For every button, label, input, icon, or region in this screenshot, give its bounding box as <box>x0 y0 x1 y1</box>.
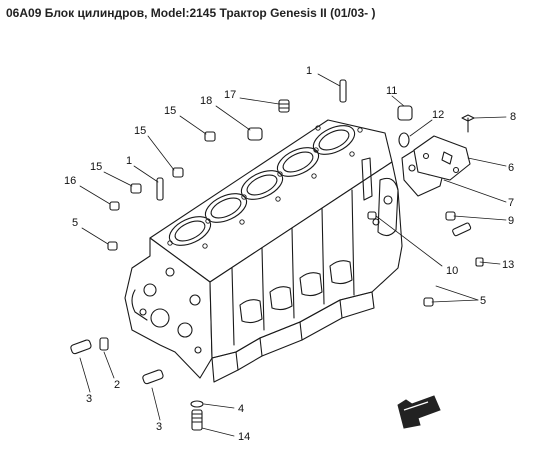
front-direction-arrow <box>397 395 441 429</box>
plug-15-a <box>204 131 216 142</box>
callout-label: 5 <box>480 295 486 307</box>
dowel-pin-top <box>339 79 347 103</box>
sleeve-3-left <box>70 339 92 355</box>
callout-label: 14 <box>238 431 250 443</box>
callout-label: 9 <box>508 215 514 227</box>
plug-14 <box>191 409 203 431</box>
callout-label: 12 <box>432 109 444 121</box>
callout-label: 15 <box>164 105 176 117</box>
dowel-pin-left <box>156 177 164 201</box>
callout-label: 1 <box>306 65 312 77</box>
callout-label: 18 <box>200 95 212 107</box>
washer-4 <box>190 400 204 408</box>
bolt-8 <box>461 114 475 133</box>
callout-label: 4 <box>238 403 244 415</box>
plug-17 <box>278 99 290 113</box>
sleeve-3-bottom <box>142 369 164 385</box>
cover-6 <box>413 135 471 181</box>
callout-label: 11 <box>386 85 397 97</box>
plug-11 <box>397 105 413 121</box>
plug-5-left <box>107 241 118 251</box>
diagram-title: 06A09 Блок цилиндров, Model:2145 Трактор… <box>6 6 376 20</box>
callout-labels: 1 11 17 18 15 12 8 15 6 1 15 16 7 9 5 13… <box>64 65 516 443</box>
callout-label: 15 <box>134 125 146 137</box>
callout-label: 2 <box>114 379 120 391</box>
pin-13 <box>452 222 484 267</box>
callout-label: 15 <box>90 161 102 173</box>
plug-15-b <box>172 167 184 178</box>
callout-label: 17 <box>224 89 236 101</box>
cylinder-block <box>124 119 403 383</box>
callout-label: 5 <box>72 217 78 229</box>
leader-lines <box>79 73 507 437</box>
callout-label: 1 <box>126 155 132 167</box>
plug-15-c <box>130 183 142 194</box>
plug-10 <box>367 211 377 220</box>
plug-18 <box>247 127 263 141</box>
callout-label: 8 <box>510 111 516 123</box>
pin-2 <box>99 337 109 351</box>
callout-label: 13 <box>502 259 514 271</box>
plug-16 <box>109 201 120 211</box>
callout-label: 3 <box>156 421 162 433</box>
callout-label: 10 <box>446 265 458 277</box>
seal-12 <box>398 132 410 148</box>
callout-label: 7 <box>508 197 514 209</box>
callout-label: 6 <box>508 162 514 174</box>
callout-label: 3 <box>86 393 92 405</box>
callout-label: 16 <box>64 175 76 187</box>
